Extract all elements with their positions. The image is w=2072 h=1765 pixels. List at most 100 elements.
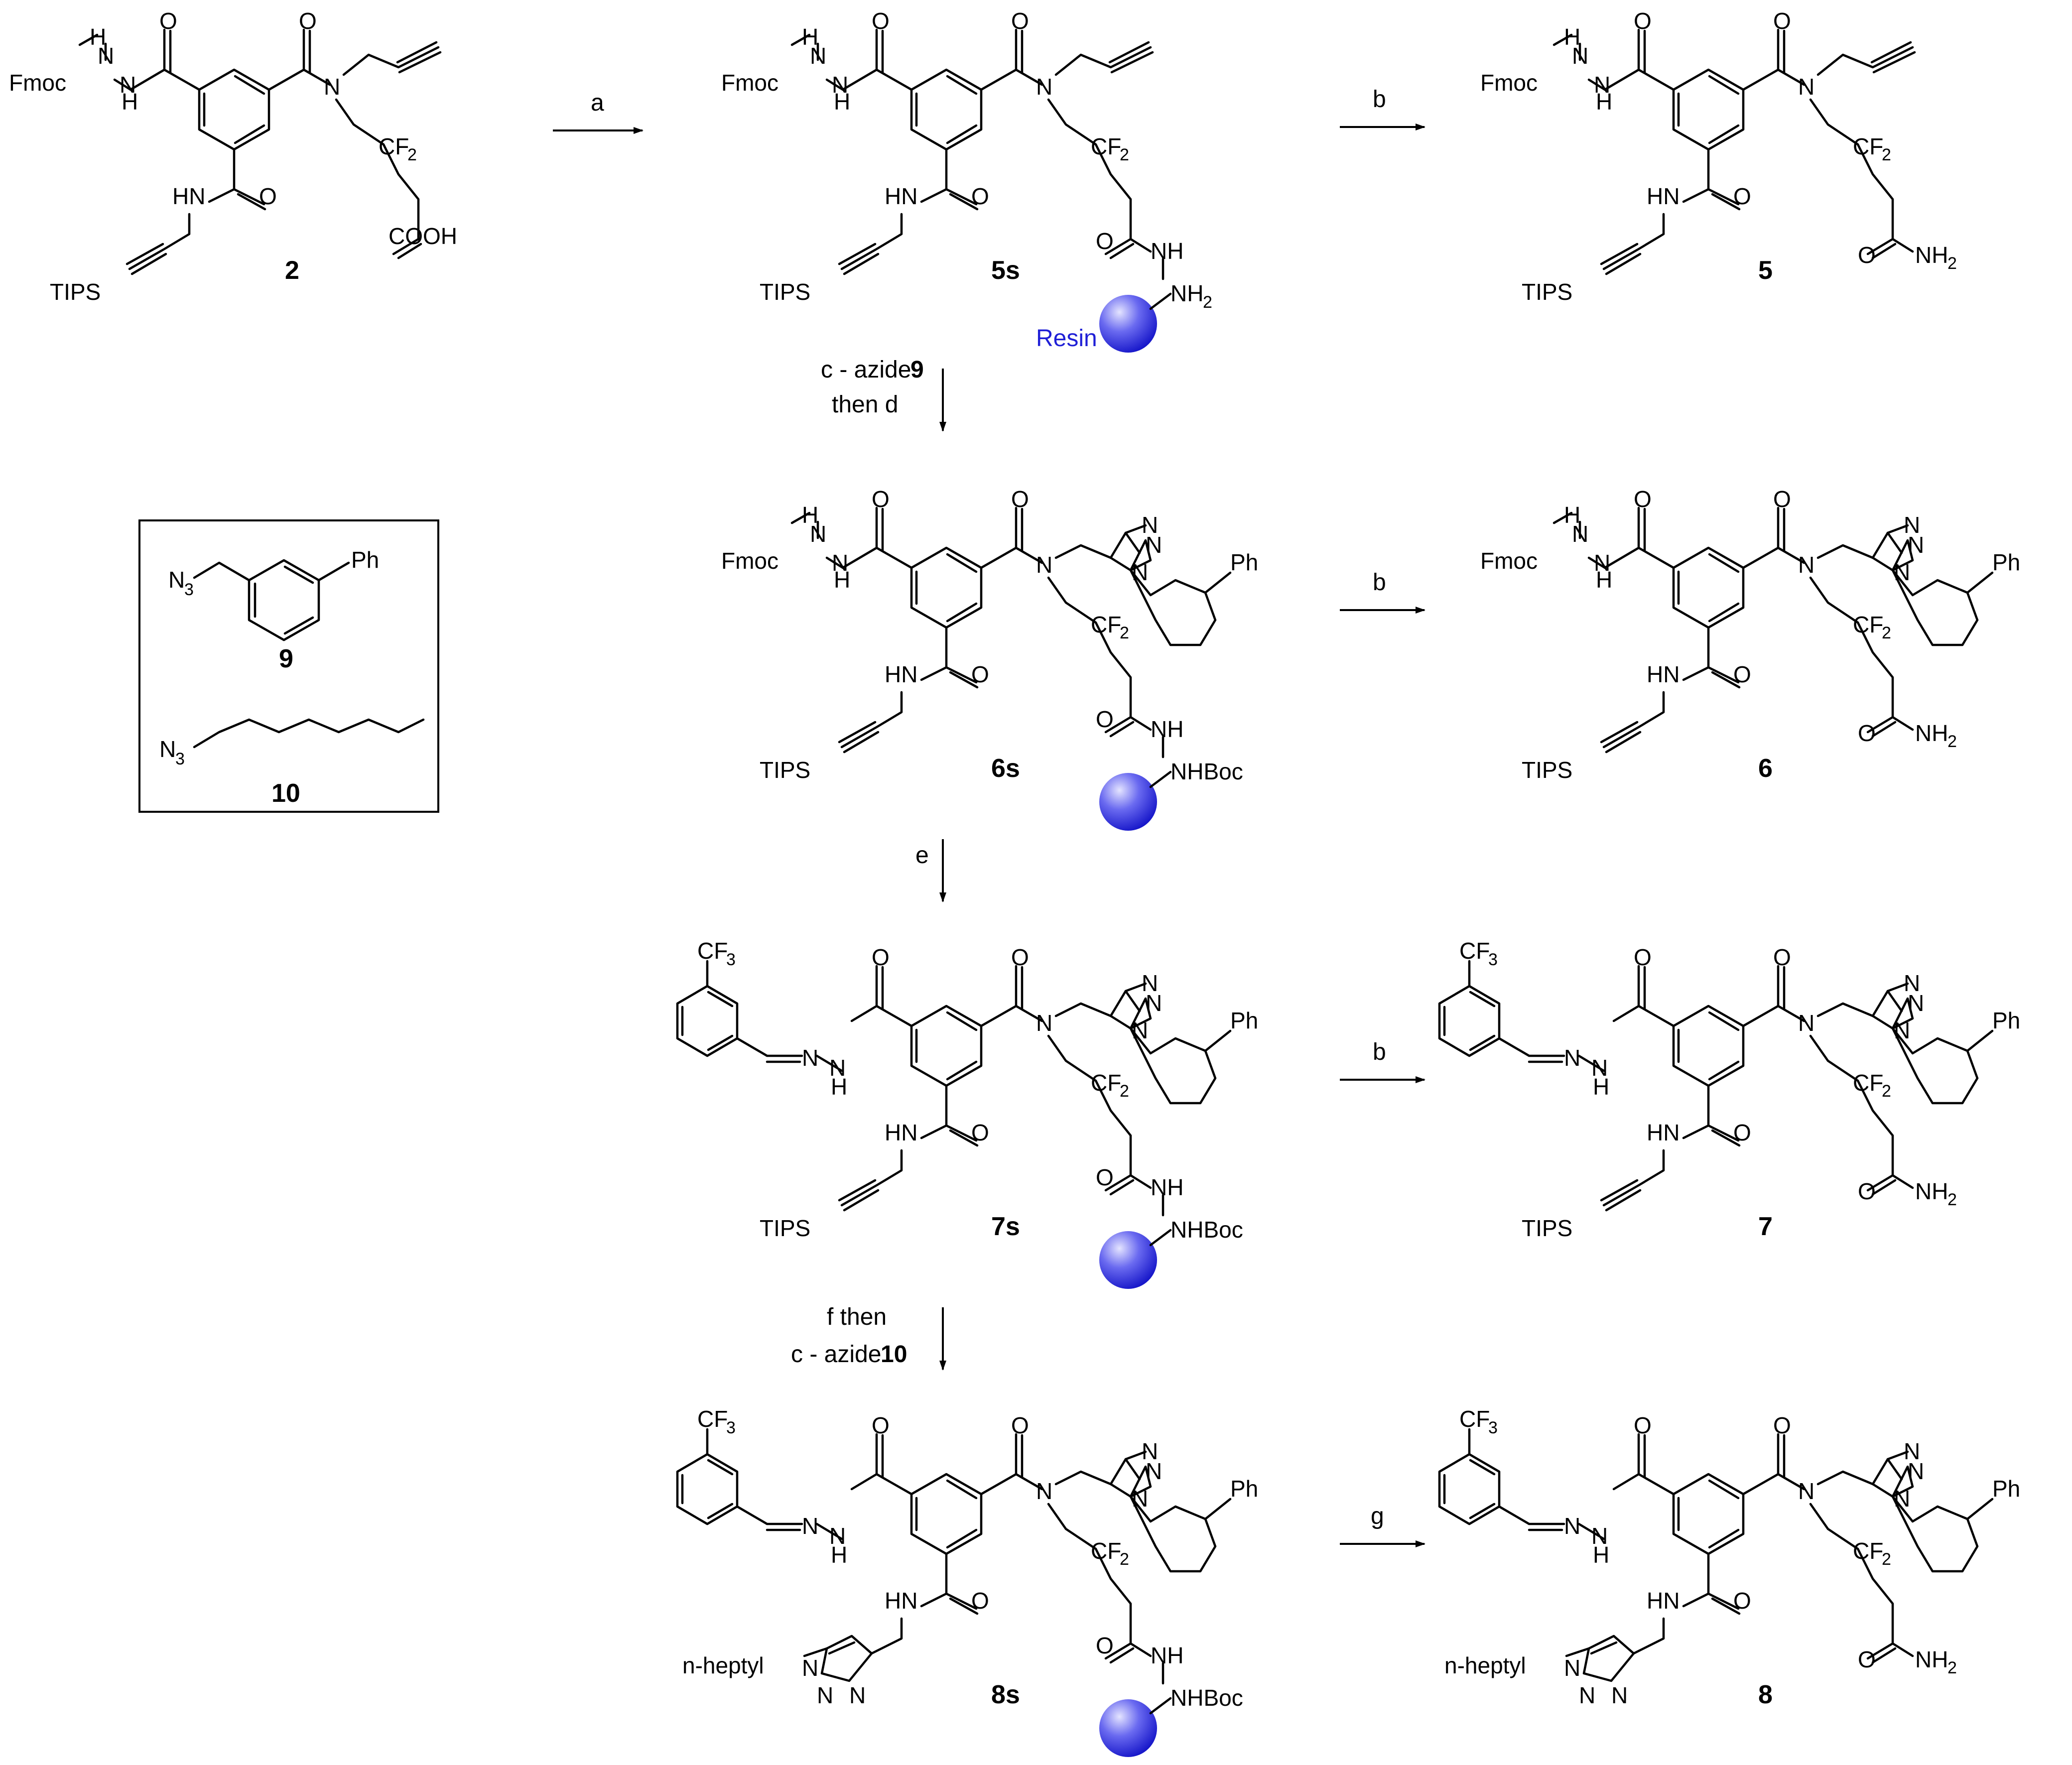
amide-n: N xyxy=(1798,1478,1814,1504)
compound-number: 10 xyxy=(271,779,300,808)
tips-label: TIPS xyxy=(1522,757,1572,783)
cooh-label: COOH xyxy=(388,223,457,249)
compound-number: 7s xyxy=(991,1212,1020,1241)
carbonyl-o: O xyxy=(1733,1588,1751,1614)
triazole-n: N xyxy=(1146,990,1162,1016)
nh2-subscript: 2 xyxy=(1947,1190,1957,1209)
reaction-arrow-f-c: f then c - azide 10 xyxy=(791,1304,946,1371)
condition-label: c - azide xyxy=(791,1341,881,1368)
triazole-n: N xyxy=(1142,1438,1158,1464)
carbonyl-o: O xyxy=(1096,706,1114,732)
hydrazide-h2: H xyxy=(834,89,850,115)
carbonyl-o: O xyxy=(971,661,989,687)
triazole-n: N xyxy=(1904,512,1920,538)
fmoc-label: Fmoc xyxy=(1480,548,1538,574)
condition-label: b xyxy=(1373,569,1386,596)
cf2-label: CF xyxy=(379,133,409,159)
cf2-subscript: 2 xyxy=(1120,145,1129,164)
hydrazide-h-top: H xyxy=(90,24,106,50)
compound-number: 8 xyxy=(1758,1680,1773,1709)
amide-n: N xyxy=(1798,74,1814,100)
compound-number: 6s xyxy=(991,754,1020,783)
carbonyl-o: O xyxy=(1858,1646,1876,1672)
cf3-subscript: 3 xyxy=(726,1418,736,1437)
hydrazide-n: N xyxy=(810,521,826,547)
triazole-n: N xyxy=(1132,1017,1148,1043)
triazole-n: N xyxy=(1132,559,1148,585)
condition-label: a xyxy=(591,90,604,116)
fmoc-label: Fmoc xyxy=(721,70,778,96)
triazole-n: N xyxy=(1894,1486,1910,1512)
nh2-subscript: 2 xyxy=(1947,1658,1957,1677)
carbonyl-o: O xyxy=(1634,1412,1652,1438)
cf2-label: CF xyxy=(1091,133,1121,159)
condition-label: b xyxy=(1373,86,1386,113)
reaction-arrow-g: g xyxy=(1340,1503,1425,1547)
compound-number: 6 xyxy=(1758,754,1773,783)
phenyl-label: Ph xyxy=(1992,1476,2020,1502)
carbonyl-o: O xyxy=(1773,486,1791,512)
hydrazone-n: N xyxy=(802,1513,818,1539)
cf3-label: CF xyxy=(697,938,728,964)
tips-label: TIPS xyxy=(760,279,810,305)
compound-8: CF 3 N N H O O N N N N Ph CF 2 O NH 2 HN xyxy=(1438,1406,2020,1709)
nhboc-label: NHBoc xyxy=(1170,758,1243,784)
amide-n: N xyxy=(1036,74,1052,100)
hydrazide-h2: H xyxy=(834,567,850,593)
triazole-n: N xyxy=(1894,559,1910,585)
triazole-n: N xyxy=(1142,512,1158,538)
cf2-label: CF xyxy=(1091,1538,1121,1564)
condition-label: e xyxy=(915,842,929,869)
triazole-n: N xyxy=(1611,1682,1628,1708)
nhboc-label: NHBoc xyxy=(1170,1685,1243,1711)
condition-label: g xyxy=(1371,1503,1384,1529)
compound-5s: Fmoc H N N H O O N CF 2 O NH NH 2 Resin … xyxy=(721,8,1212,353)
cf2-subscript: 2 xyxy=(1882,1550,1891,1569)
hydrazide-h-top: H xyxy=(1564,502,1580,528)
cf2-subscript: 2 xyxy=(1882,145,1891,164)
carbonyl-o: O xyxy=(872,8,890,34)
hydrazide-n: N xyxy=(829,1055,846,1081)
carbonyl-o: O xyxy=(1011,1412,1029,1438)
hydrazide-h: H xyxy=(831,1074,847,1100)
phenyl-label: Ph xyxy=(1992,1008,2020,1033)
cf3-subscript: 3 xyxy=(1488,1418,1498,1437)
reaction-arrow-c-d: c - azide 9 then d xyxy=(821,357,946,432)
n3-label: N xyxy=(159,736,176,762)
carbonyl-o: O xyxy=(1096,1633,1114,1658)
compound-number: 2 xyxy=(285,256,299,285)
carbonyl-o: O xyxy=(1773,944,1791,970)
carbonyl-o: O xyxy=(1011,944,1029,970)
cf2-subscript: 2 xyxy=(1120,1082,1129,1101)
carbonyl-o: O xyxy=(1634,8,1652,34)
tips-label: TIPS xyxy=(760,757,810,783)
cf2-label: CF xyxy=(1091,612,1121,637)
amide-n: N xyxy=(1036,1478,1052,1504)
compound-7s: CF 3 N N H O O N N N N Ph CF 2 O NH xyxy=(676,938,1258,1289)
compound-7: CF 3 N N H O O N N N N Ph CF 2 O NH 2 HN… xyxy=(1438,938,2020,1241)
carbonyl-o: O xyxy=(971,183,989,209)
nh2-label: NH xyxy=(1170,280,1203,306)
cf2-label: CF xyxy=(1853,1538,1883,1564)
cf3-subscript: 3 xyxy=(726,950,736,969)
hn-label: HN xyxy=(1647,183,1680,209)
phenyl-label: Ph xyxy=(351,547,379,573)
hydrazide-h-top: H xyxy=(802,24,818,50)
cf3-label: CF xyxy=(697,1406,728,1432)
carbonyl-o: O xyxy=(299,8,317,34)
compound-5: Fmoc H N N H O O N CF 2 O NH 2 HN O TIPS… xyxy=(1480,8,1957,305)
hn-label: HN xyxy=(172,183,205,209)
amide-n: N xyxy=(324,74,340,100)
nh2-label: NH xyxy=(1915,1646,1948,1672)
hydrazide-n: N xyxy=(98,43,114,69)
hn-label: HN xyxy=(885,1588,917,1614)
cf2-label: CF xyxy=(1853,133,1883,159)
hydrazide-h: H xyxy=(1593,1542,1609,1568)
carbonyl-o: O xyxy=(872,944,890,970)
hydrazide-h: H xyxy=(1593,1074,1609,1100)
hydrazide-n2: N xyxy=(1594,72,1610,98)
carbonyl-o: O xyxy=(1733,661,1751,687)
hydrazide-n2: N xyxy=(832,550,848,576)
n3-subscript: 3 xyxy=(175,750,185,768)
